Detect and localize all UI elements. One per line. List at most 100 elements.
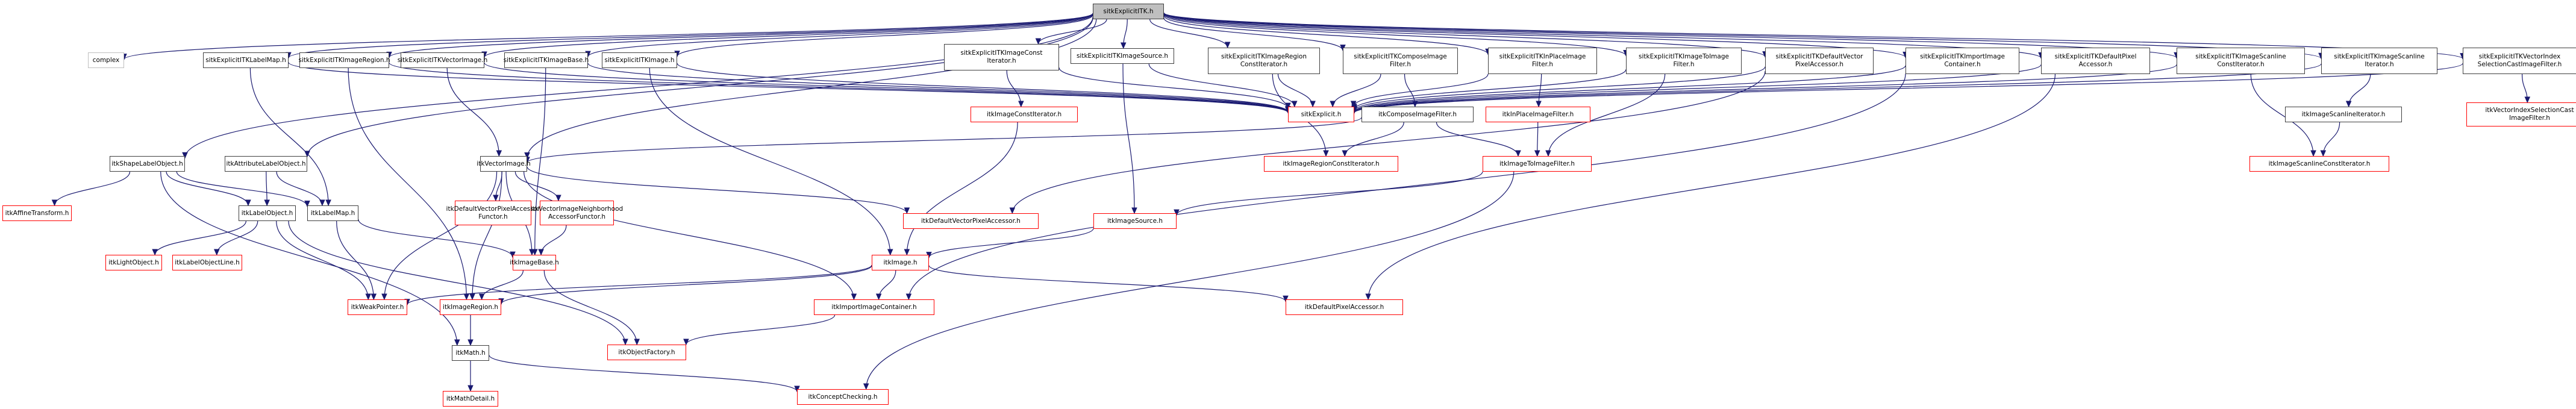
graph-node-itkImage[interactable]: itkImage.h — [872, 255, 929, 270]
edge-itkImageConstIterator-to-itkImage — [906, 122, 1018, 255]
node-label: itkAffineTransform.h — [5, 209, 69, 217]
arrowhead-icon — [1323, 150, 1329, 157]
graph-node-sImageBase[interactable]: sitkExplicitITKImageBase.h — [503, 52, 589, 68]
edge-sImportCont-to-itkImportImageContainer — [908, 73, 1906, 300]
graph-node-sitkExplicit[interactable]: sitkExplicit.h — [1288, 107, 1354, 122]
arrowhead-icon — [904, 207, 910, 214]
graph-node-itkComposeImageFilter[interactable]: itkComposeImageFilter.h — [1361, 107, 1474, 122]
graph-node-itkImageConstIterator[interactable]: itkImageConstIterator.h — [971, 107, 1078, 122]
node-label: itkInPlaceImageFilter.h — [1502, 110, 1574, 118]
node-label: sitkExplicit.h — [1301, 110, 1342, 118]
graph-node-itkLabelObject[interactable]: itkLabelObject.h — [239, 205, 296, 221]
graph-node-sInPlace[interactable]: sitkExplicitITKInPlaceImage Filter.h — [1488, 48, 1597, 74]
node-label: itkConceptChecking.h — [808, 393, 878, 401]
graph-node-sImportCont[interactable]: sitkExplicitITKImportImage Container.h — [1905, 48, 2019, 74]
edge-sInPlace-to-sitkExplicit — [1353, 73, 1489, 107]
graph-node-sScanIter[interactable]: sitkExplicitITKImageScanline Iterator.h — [2321, 48, 2437, 74]
graph-node-itkLabelObjectLine[interactable]: itkLabelObjectLine.h — [172, 255, 242, 270]
graph-node-itkLabelMap[interactable]: itkLabelMap.h — [307, 205, 358, 221]
edge-sImageRegion-to-itkImageRegion — [348, 67, 467, 300]
graph-node-itkDefVecPixAccFunctor[interactable]: itkDefaultVectorPixelAccessor Functor.h — [446, 201, 540, 225]
graph-node-itkAffineTransform[interactable]: itkAffineTransform.h — [2, 205, 72, 221]
graph-node-sRegionConstIter[interactable]: sitkExplicitITKImageRegion ConstIterator… — [1208, 48, 1320, 74]
edge-itkVecImgNbhdAccFunctor-to-itkImageBase — [540, 225, 567, 255]
edge-sVectorImage-to-itkVectorImage — [446, 67, 499, 157]
graph-node-itkObjectFactory[interactable]: itkObjectFactory.h — [607, 345, 686, 360]
edge-root-to-sInPlace — [1163, 15, 1489, 55]
edge-sImportCont-to-sitkExplicit — [1354, 65, 1906, 112]
node-label: itkImage.h — [883, 258, 918, 266]
graph-node-sImageRegion[interactable]: sitkExplicitITKImageRegion.h — [299, 52, 390, 68]
graph-node-sVecIdx[interactable]: sitkExplicitITKVectorIndex SelectionCast… — [2463, 48, 2576, 74]
node-label: itkVectorIndexSelectionCast ImageFilter.… — [2485, 107, 2574, 122]
node-label: sitkExplicitITKImageBase.h — [503, 56, 589, 64]
edge-sImage-to-sitkExplicit — [677, 63, 1289, 112]
node-label: itkLabelObjectLine.h — [175, 258, 240, 266]
arrowhead-icon — [467, 339, 474, 346]
graph-node-itkImageToImageFilter[interactable]: itkImageToImageFilter.h — [1483, 156, 1592, 172]
graph-node-complex: complex — [88, 52, 124, 68]
graph-node-itkAttributeLabelObject[interactable]: itkAttributeLabelObject.h — [225, 156, 307, 172]
graph-node-sImage[interactable]: sitkExplicitITKImage.h — [602, 52, 677, 68]
graph-node-itkImageBase[interactable]: itkImageBase.h — [510, 255, 559, 270]
graph-node-itkImageScanlineIterator[interactable]: itkImageScanlineIterator.h — [2285, 107, 2402, 122]
graph-node-itkImportImageContainer[interactable]: itkImportImageContainer.h — [814, 299, 934, 315]
graph-node-sLabelMap[interactable]: sitkExplicitITKLabelMap.h — [203, 52, 289, 68]
graph-node-sImageSource[interactable]: sitkExplicitITKImageSource.h — [1071, 48, 1174, 64]
node-label: itkImageScanlineIterator.h — [2301, 110, 2386, 118]
graph-node-itkShapeLabelObject[interactable]: itkShapeLabelObject.h — [110, 156, 185, 172]
edge-itkAttributeLabelObject-to-itkLabelMap — [276, 171, 323, 206]
node-label: itkImageScanlineConstIterator.h — [2268, 160, 2371, 167]
graph-node-sScanConstIter[interactable]: sitkExplicitITKImageScanline ConstIterat… — [2177, 48, 2305, 74]
graph-node-itkInPlaceImageFilter[interactable]: itkInPlaceImageFilter.h — [1486, 107, 1590, 122]
arrowhead-icon — [875, 293, 882, 301]
node-label: sitkExplicitITKDefaultVector PixelAccess… — [1775, 53, 1863, 68]
graph-node-itkDefaultVectorPixelAccessor[interactable]: itkDefaultVectorPixelAccessor.h — [903, 213, 1039, 229]
graph-node-sVectorImage[interactable]: sitkExplicitITKVectorImage.h — [398, 52, 487, 68]
graph-node-itkImageRegion[interactable]: itkImageRegion.h — [440, 299, 501, 315]
graph-node-itkImageRegionConstIterator[interactable]: itkImageRegionConstIterator.h — [1264, 156, 1398, 172]
arrowhead-icon — [794, 386, 800, 393]
graph-node-itkVecImgNbhdAccFunctor[interactable]: itkVectorImageNeighborhood AccessorFunct… — [531, 201, 623, 225]
arrowhead-icon — [1120, 42, 1127, 49]
edge-sImageSource-to-sitkExplicit — [1148, 63, 1295, 107]
graph-node-itkDefaultPixelAccessor[interactable]: itkDefaultPixelAccessor.h — [1286, 299, 1403, 315]
graph-node-sImageToImage[interactable]: sitkExplicitITKImageToImage Filter.h — [1626, 48, 1742, 74]
graph-node-sDefPix[interactable]: sitkExplicitITKDefaultPixel Accessor.h — [2041, 48, 2150, 74]
node-label: itkVectorImageNeighborhood AccessorFunct… — [530, 205, 624, 220]
graph-node-sCompose[interactable]: sitkExplicitITKComposeImage Filter.h — [1343, 48, 1458, 74]
node-label: itkMath.h — [455, 349, 486, 357]
node-label: itkImageRegionConstIterator.h — [1283, 160, 1380, 167]
arrowhead-icon — [1018, 101, 1024, 108]
graph-node-sImageConstIter[interactable]: sitkExplicitITKImageConst Iterator.h — [944, 44, 1059, 70]
edge-root-to-sImageToImage — [1163, 14, 1627, 56]
edge-sDefPix-to-itkDefaultPixelAccessor — [1368, 73, 2056, 300]
graph-node-itkImageSource[interactable]: itkImageSource.h — [1093, 213, 1177, 229]
node-label: sitkExplicitITKImageRegion ConstIterator… — [1221, 53, 1307, 68]
arrowhead-icon — [304, 201, 310, 207]
graph-node-itkVecIdxSel[interactable]: itkVectorIndexSelectionCast ImageFilter.… — [2466, 102, 2576, 126]
edge-itkShapeLabelObject-to-itkLabelMap — [176, 171, 308, 207]
graph-node-itkWeakPointer[interactable]: itkWeakPointer.h — [348, 299, 407, 315]
node-label: itkLabelMap.h — [310, 209, 355, 217]
arrowhead-icon — [469, 293, 475, 301]
node-label: sitkExplicitITKImage.h — [604, 56, 675, 64]
graph-node-itkLightObject[interactable]: itkLightObject.h — [105, 255, 162, 270]
node-label: sitkExplicitITKImageConst Iterator.h — [960, 49, 1043, 64]
arrowhead-icon — [1515, 150, 1521, 157]
arrowhead-icon — [1035, 38, 1042, 45]
edge-itkComposeImageFilter-to-itkVectorImage — [527, 117, 1362, 163]
graph-node-itkMath[interactable]: itkMath.h — [452, 345, 489, 361]
node-label: itkObjectFactory.h — [618, 348, 675, 356]
arrowhead-icon — [851, 293, 857, 301]
node-label: itkDefaultPixelAccessor.h — [1304, 303, 1384, 311]
graph-node-itkVectorImage[interactable]: itkVectorImage.h — [477, 156, 531, 172]
graph-node-sDefVecPix[interactable]: sitkExplicitITKDefaultVector PixelAccess… — [1765, 48, 1874, 74]
graph-node-itkConceptChecking[interactable]: itkConceptChecking.h — [797, 389, 889, 405]
edge-sLabelMap-to-sitkExplicit — [288, 62, 1289, 113]
node-label: itkAttributeLabelObject.h — [226, 160, 306, 167]
edge-itkImage-to-itkWeakPointer — [407, 264, 872, 305]
graph-node-itkImageScanlineConstIterator[interactable]: itkImageScanlineConstIterator.h — [2249, 156, 2389, 172]
graph-node-itkMathDetail[interactable]: itkMathDetail.h — [443, 391, 498, 407]
edge-sImageBase-to-itkImageBase — [534, 67, 546, 255]
